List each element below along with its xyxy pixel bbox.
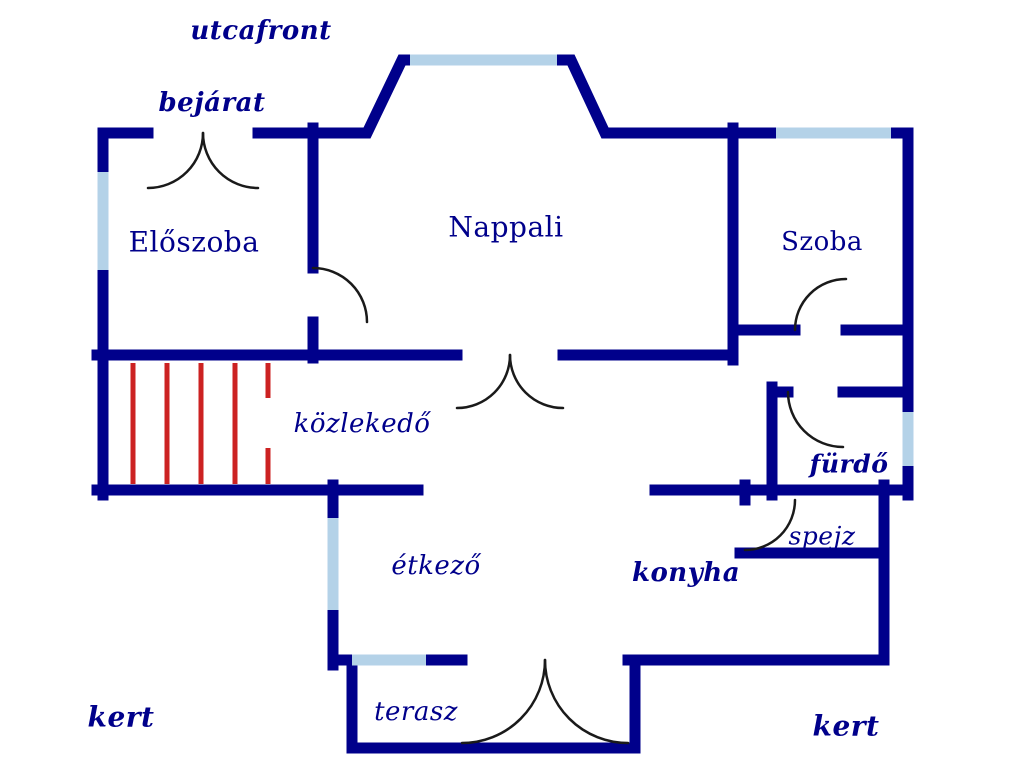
wall-outer-top-bay-right — [252, 54, 914, 501]
door-arc-eloszoba-nappali — [311, 266, 369, 324]
label-entrance: bejárat — [158, 88, 266, 118]
door-arcs — [146, 131, 848, 745]
door-arc-szoba — [793, 277, 848, 332]
label-street-front: utcafront — [190, 16, 332, 46]
label-garden-right: kert — [812, 709, 880, 743]
label-kitchen: konyha — [631, 558, 741, 588]
label-pantry: spejz — [788, 521, 856, 551]
door-arc-entrance-right — [201, 131, 260, 190]
door-arc-spejz — [743, 498, 797, 552]
label-terrace: terasz — [374, 697, 458, 727]
door-arc-nappali-right — [508, 353, 565, 410]
wall-terasz — [346, 654, 641, 754]
door-arc-furdo — [786, 390, 845, 449]
label-living-room: Nappali — [448, 210, 564, 244]
door-arc-terasz-right — [543, 658, 630, 745]
door-arc-entrance-left — [146, 131, 205, 190]
door-arc-nappali-left — [455, 353, 512, 410]
label-garden-left: kert — [87, 700, 155, 734]
door-arc-terasz-left — [460, 658, 547, 745]
label-dining-room: étkező — [391, 551, 481, 581]
label-bathroom: fürdő — [809, 449, 889, 479]
walls — [91, 54, 914, 754]
stairs — [130, 363, 271, 484]
windows — [97, 54, 914, 666]
label-hallway: Előszoba — [128, 225, 260, 259]
wall-outer-left — [97, 127, 154, 501]
label-room: Szoba — [781, 227, 863, 257]
label-corridor: közlekedő — [293, 409, 431, 439]
